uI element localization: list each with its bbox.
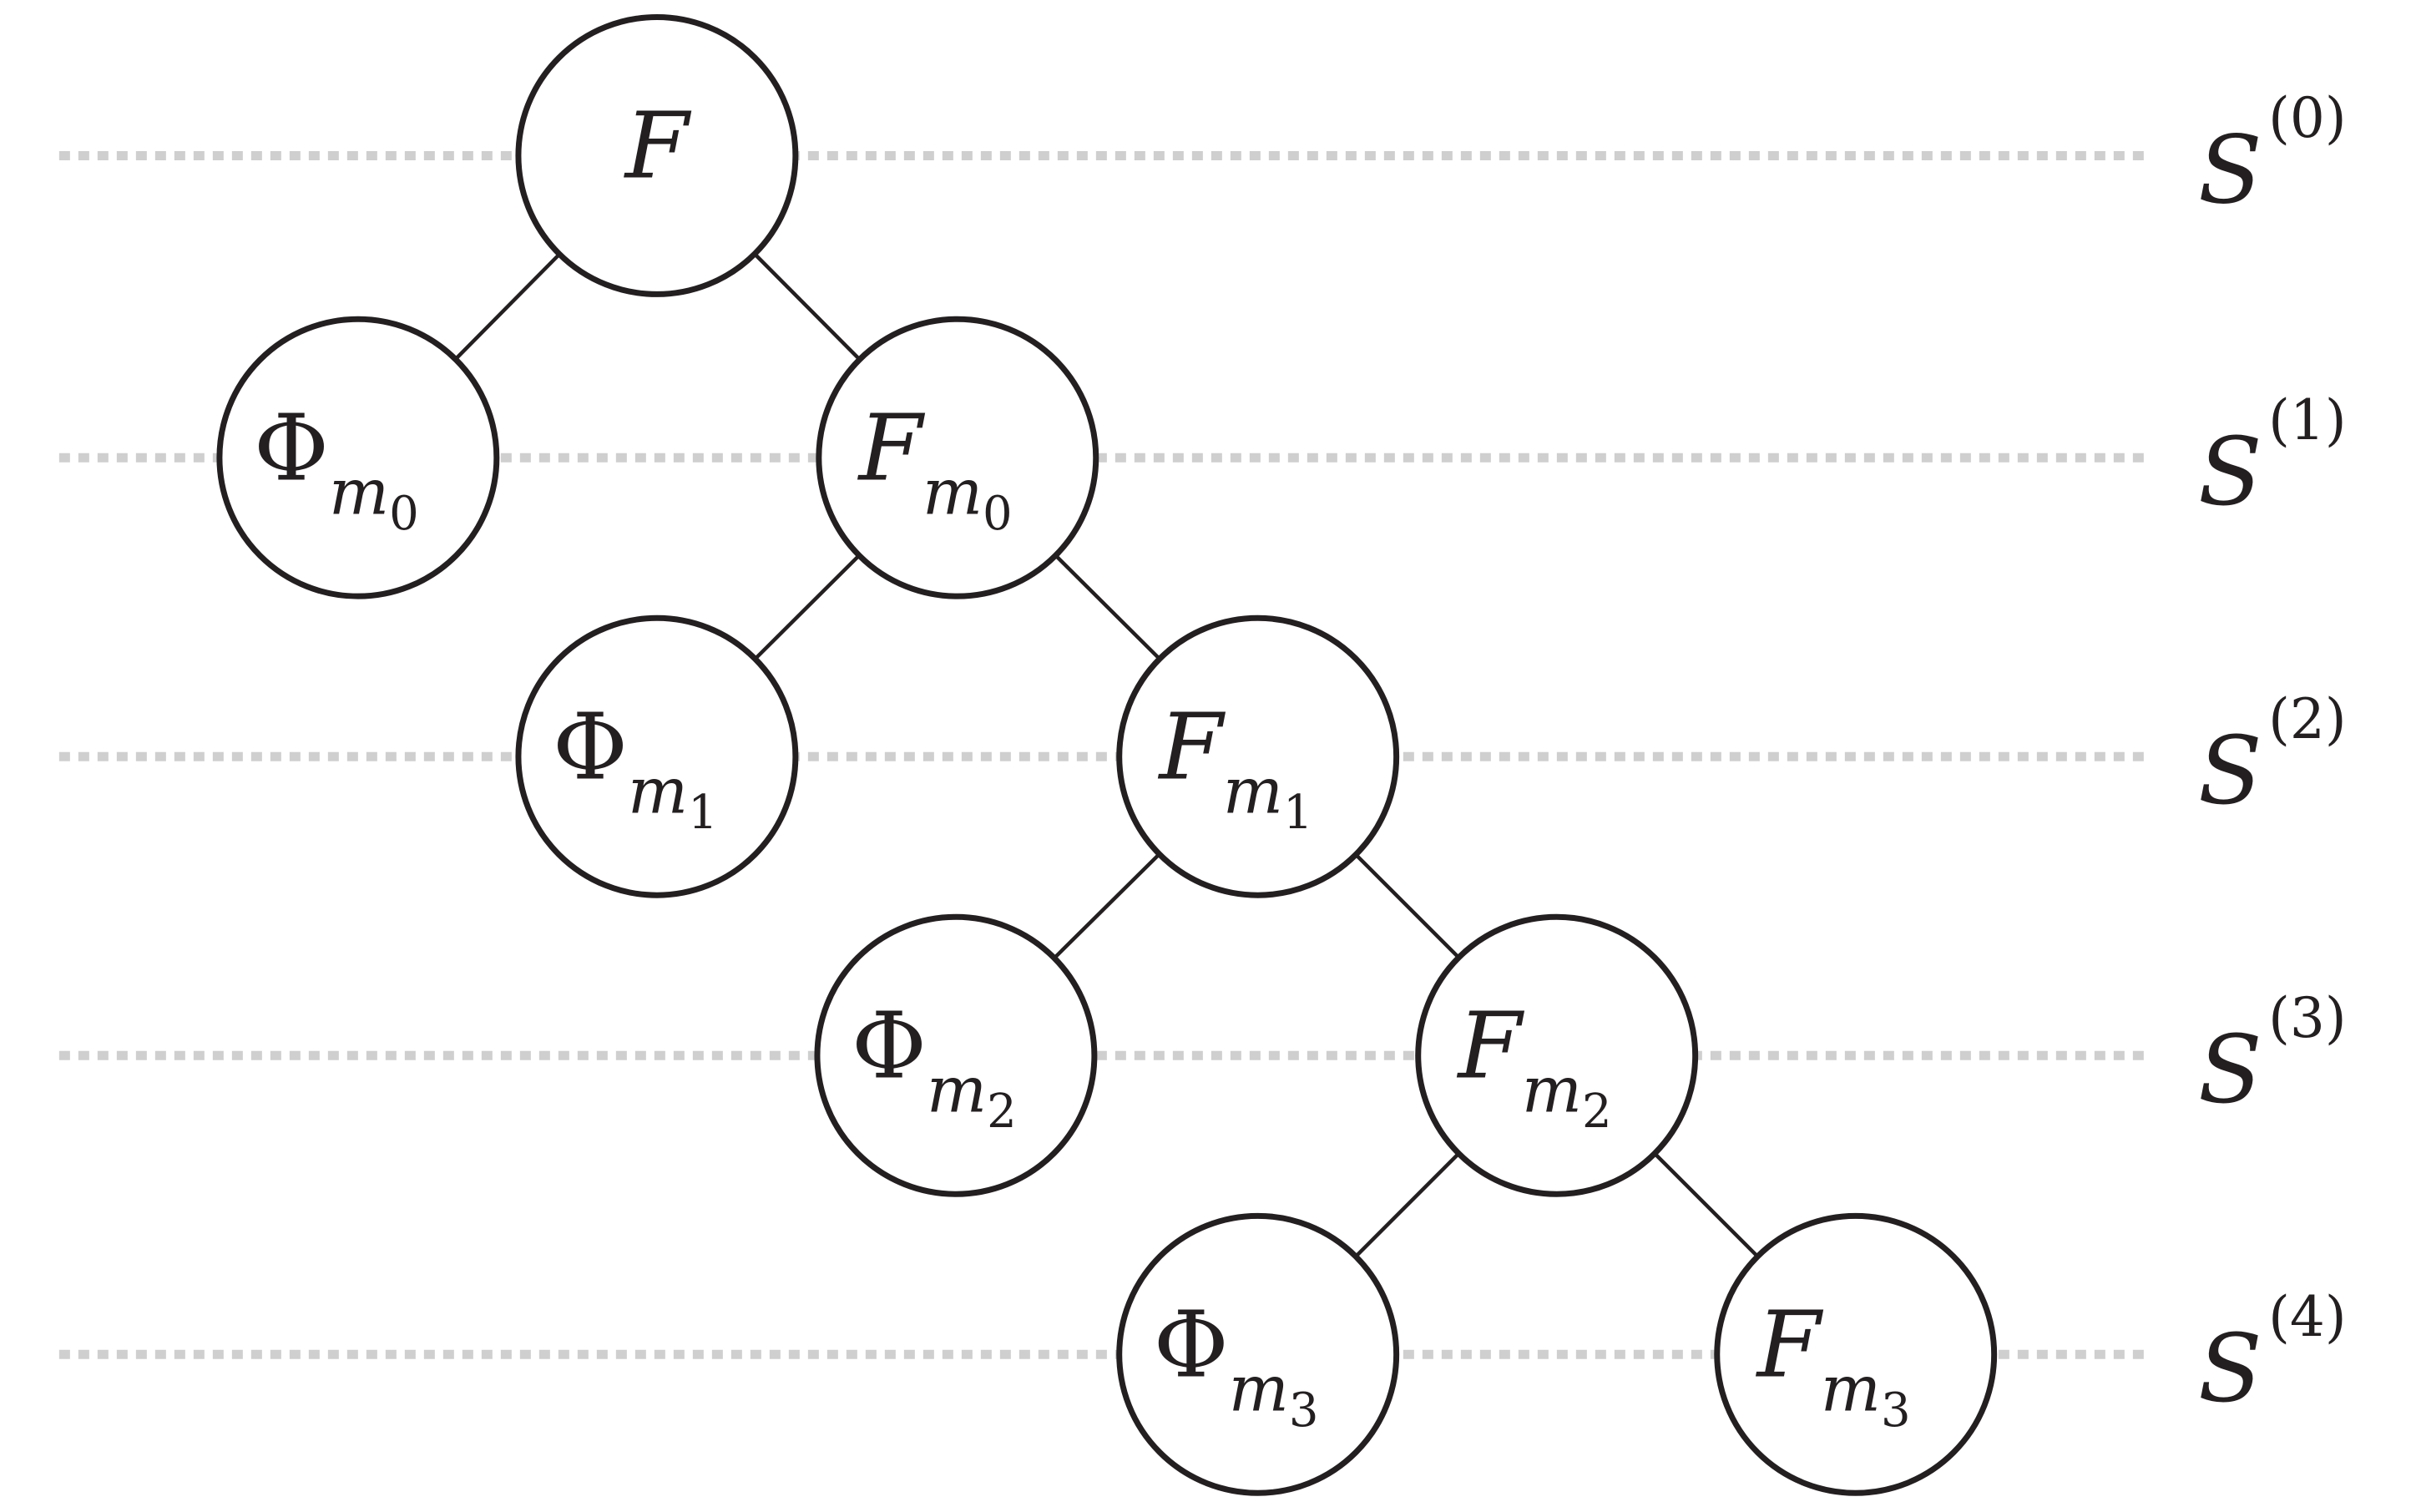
edge-F_m1-F_m2 xyxy=(1354,852,1460,959)
tree-node-F_m1: Fm1 xyxy=(1116,614,1400,898)
node-label: Fm3 xyxy=(1756,1291,1911,1438)
node-label: F xyxy=(624,93,692,200)
node-symbol: Φ xyxy=(553,693,628,800)
node-circle xyxy=(515,614,799,898)
node-symbol: F xyxy=(1457,992,1525,1099)
level-superscript: (2) xyxy=(2268,687,2347,751)
tree-node-Phi_m3: Φm3 xyxy=(1116,1212,1400,1496)
tree-node-Phi_m2: Φm2 xyxy=(814,913,1098,1197)
level-symbol: S xyxy=(2198,1016,2262,1125)
edge-F-Phi_m0 xyxy=(454,252,561,361)
tree-node-F_m3: Fm3 xyxy=(1714,1212,1998,1496)
node-subsubscript: 1 xyxy=(688,786,718,840)
node-subscript: m xyxy=(1223,753,1283,827)
node-circle xyxy=(1415,913,1699,1197)
tree-node-F: F xyxy=(515,14,799,297)
node-subscript: m xyxy=(628,753,688,827)
level-superscript: (1) xyxy=(2268,388,2347,453)
node-circle xyxy=(814,913,1098,1197)
node-circle xyxy=(1116,1212,1400,1496)
edge-F_m0-F_m1 xyxy=(1054,554,1161,660)
level-label-4: S(4) xyxy=(2198,1285,2347,1424)
node-subscript: m xyxy=(329,454,389,528)
node-subscript: m xyxy=(1229,1351,1289,1425)
edge-F_m0-Phi_m1 xyxy=(753,554,861,660)
tree-node-Phi_m1: Φm1 xyxy=(515,614,799,898)
tree-edges xyxy=(454,252,1759,1258)
node-label: Φm2 xyxy=(852,992,1017,1139)
level-symbol: S xyxy=(2198,418,2262,527)
node-circle xyxy=(1116,614,1400,898)
node-subsubscript: 3 xyxy=(1881,1383,1911,1438)
edge-F_m2-Phi_m3 xyxy=(1354,1152,1460,1258)
node-symbol: F xyxy=(857,394,926,501)
node-subscript: m xyxy=(1821,1351,1881,1425)
node-subscript: m xyxy=(922,454,983,528)
node-circle xyxy=(816,316,1099,599)
node-subsubscript: 3 xyxy=(1289,1383,1319,1438)
node-subsubscript: 2 xyxy=(1582,1085,1612,1139)
node-subscript: m xyxy=(927,1052,987,1126)
edge-F_m1-Phi_m2 xyxy=(1053,852,1161,960)
level-label-0: S(0) xyxy=(2198,86,2347,225)
node-subsubscript: 2 xyxy=(987,1085,1017,1139)
level-symbol: S xyxy=(2198,1315,2262,1424)
node-symbol: Φ xyxy=(852,992,927,1099)
level-labels: S(0)S(1)S(2)S(3)S(4) xyxy=(2198,86,2347,1424)
level-symbol: S xyxy=(2198,717,2262,826)
level-label-3: S(3) xyxy=(2198,986,2347,1125)
level-label-2: S(2) xyxy=(2198,687,2347,826)
tree-node-Phi_m0: Φm0 xyxy=(216,316,500,599)
level-superscript: (3) xyxy=(2268,986,2347,1050)
node-label: Φm0 xyxy=(254,394,419,541)
node-label: Fm0 xyxy=(857,394,1013,541)
node-subscript: m xyxy=(1522,1052,1582,1126)
level-symbol: S xyxy=(2198,116,2262,225)
node-label: Fm1 xyxy=(1158,693,1313,840)
node-symbol: F xyxy=(1158,693,1226,800)
level-label-1: S(1) xyxy=(2198,388,2347,527)
node-subsubscript: 0 xyxy=(389,487,419,541)
level-superscript: (4) xyxy=(2268,1285,2347,1349)
node-symbol: F xyxy=(624,93,692,200)
tree-node-F_m2: Fm2 xyxy=(1415,913,1699,1197)
node-subsubscript: 0 xyxy=(983,487,1013,541)
edge-F_m2-F_m3 xyxy=(1653,1152,1759,1258)
tree-node-F_m0: Fm0 xyxy=(816,316,1099,599)
node-circle xyxy=(515,14,799,297)
node-symbol: F xyxy=(1756,1291,1824,1398)
node-circle xyxy=(216,316,500,599)
node-symbol: Φ xyxy=(1154,1291,1229,1398)
node-symbol: Φ xyxy=(254,394,329,501)
level-superscript: (0) xyxy=(2268,86,2347,150)
node-circle xyxy=(1714,1212,1998,1496)
node-subsubscript: 1 xyxy=(1283,786,1313,840)
node-label: Fm2 xyxy=(1457,992,1612,1139)
node-label: Φm1 xyxy=(553,693,718,840)
node-label: Φm3 xyxy=(1154,1291,1319,1438)
edge-F-F_m0 xyxy=(753,252,862,362)
